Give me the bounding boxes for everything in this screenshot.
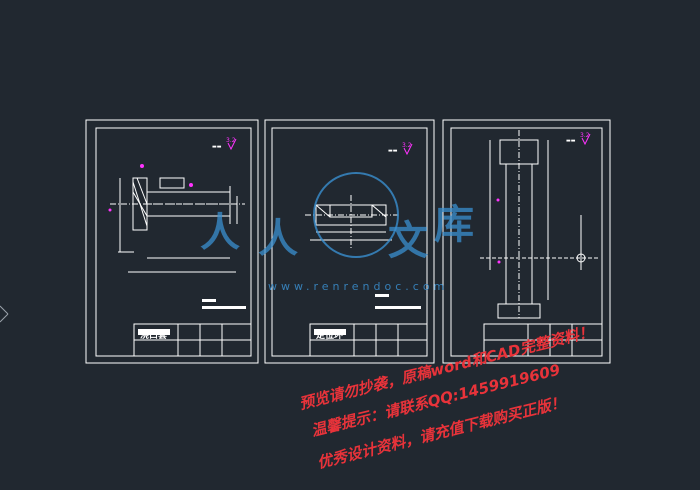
logo-char-2: 人 bbox=[258, 216, 298, 262]
drawing-sheet-1 bbox=[85, 119, 259, 364]
cursor-crosshair-icon bbox=[0, 305, 9, 323]
sheet-1-title: 浇口套 bbox=[140, 331, 168, 341]
sheet-1-roughness-mark: ▬▬ 3.2 bbox=[212, 137, 237, 151]
svg-text:3.2: 3.2 bbox=[580, 132, 590, 139]
svg-text:▬▬: ▬▬ bbox=[212, 144, 222, 150]
svg-text:3.2: 3.2 bbox=[226, 137, 236, 144]
svg-text:3.2: 3.2 bbox=[402, 142, 412, 149]
svg-text:▬▬: ▬▬ bbox=[566, 138, 576, 144]
drawing-sheet-3 bbox=[442, 119, 611, 364]
sheet-2-roughness-mark: ▬▬ 3.2 bbox=[314, 142, 421, 335]
sheet-1-notes bbox=[108, 164, 246, 335]
logo-char-4: 库 bbox=[434, 202, 474, 248]
sheet-3-roughness-mark: ▬▬ 3.2 bbox=[496, 132, 591, 264]
site-watermark: www.renrendoc.com bbox=[268, 280, 449, 293]
logo-char-1: 人 bbox=[200, 210, 240, 256]
sheet-2-title: 定位环 bbox=[316, 331, 344, 341]
svg-text:▬▬: ▬▬ bbox=[388, 148, 398, 154]
logo-char-3: 文 bbox=[388, 218, 428, 264]
logo-watermark bbox=[313, 172, 399, 258]
drawing-sheet-2 bbox=[264, 119, 435, 364]
